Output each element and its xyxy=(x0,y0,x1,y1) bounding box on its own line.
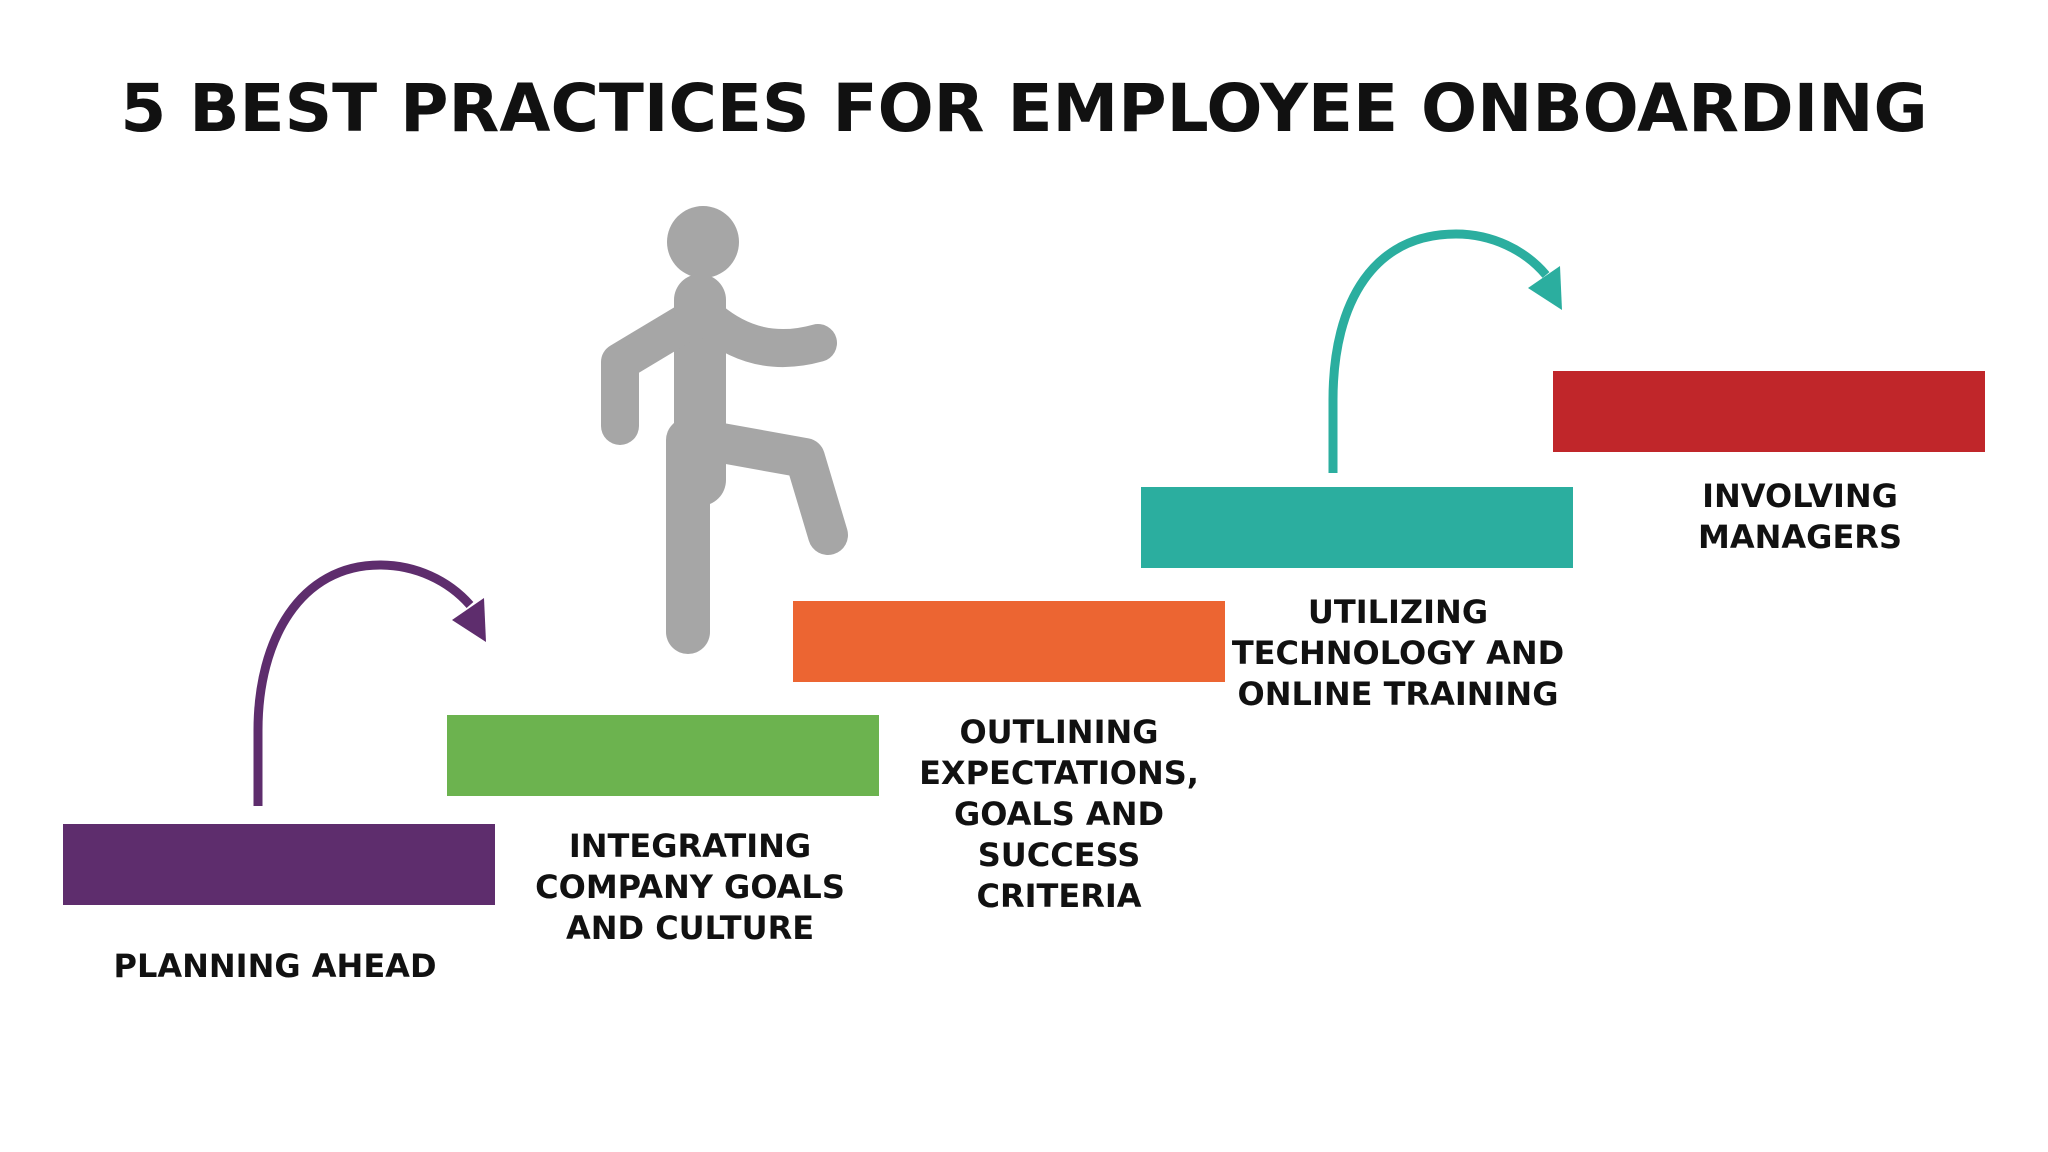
page-title: 5 BEST PRACTICES FOR EMPLOYEE ONBOARDING xyxy=(120,70,1928,147)
step-label-planning: PLANNING AHEAD xyxy=(113,947,437,985)
step-bar-utilizing xyxy=(1141,487,1573,568)
step-label-utilizing: UTILIZING TECHNOLOGY AND ONLINE TRAINING xyxy=(1231,593,1565,713)
arrow-head-1 xyxy=(452,598,486,642)
person-climbing-icon xyxy=(601,206,848,654)
step-label-integrating: INTEGRATING COMPANY GOALS AND CULTURE xyxy=(535,827,845,947)
curved-arrow-icon-1 xyxy=(253,560,486,806)
person-back-arm xyxy=(601,301,709,445)
person-raised-leg xyxy=(685,420,848,555)
arrow-head-2 xyxy=(1528,266,1562,310)
arrow-curve-1 xyxy=(253,560,474,806)
step-bar-involving xyxy=(1553,371,1985,452)
person-front-arm xyxy=(691,301,837,368)
curved-arrow-icon-2 xyxy=(1328,229,1562,473)
step-bar-integrating xyxy=(447,715,879,796)
step-bar-outlining xyxy=(793,601,1225,682)
person-head xyxy=(667,206,739,278)
step-label-involving: INVOLVING MANAGERS xyxy=(1698,477,1902,556)
step-label-outlining: OUTLINING EXPECTATIONS, GOALS AND SUCCES… xyxy=(919,713,1199,915)
arrow-curve-2 xyxy=(1328,229,1550,473)
step-bar-planning xyxy=(63,824,495,905)
